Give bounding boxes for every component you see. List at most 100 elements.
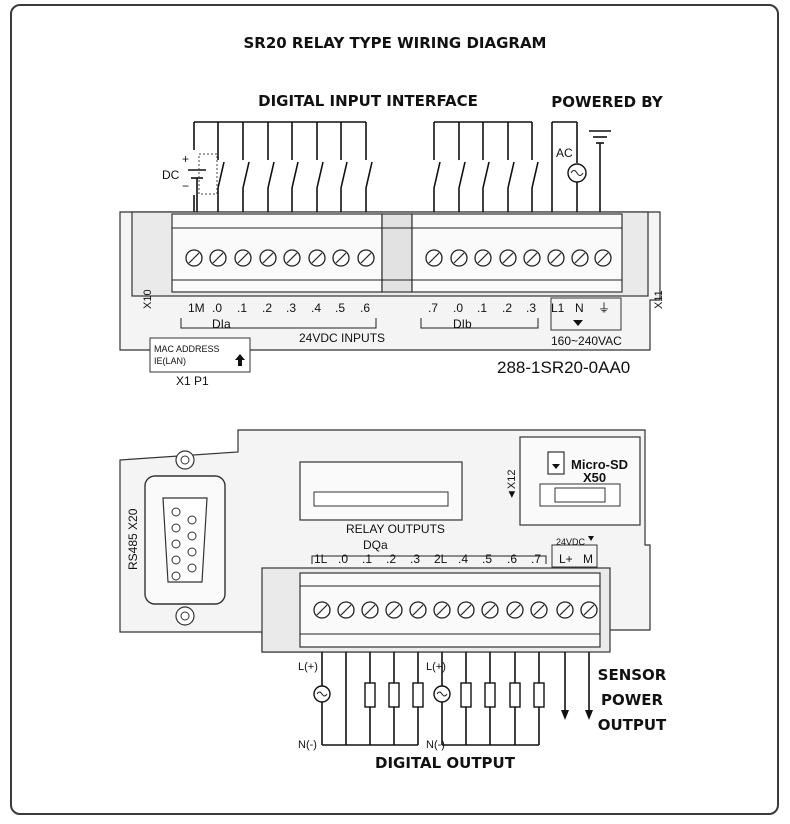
sd-card-icon (547, 451, 565, 475)
microsd-label: Micro-SD (571, 457, 628, 472)
input-switch (267, 161, 275, 189)
l-plus-2: L(+) (426, 661, 446, 673)
input-switch (433, 161, 441, 189)
output-terminal-label: 1L (314, 552, 328, 566)
output-terminal-label: .2 (386, 552, 396, 566)
db9-pin (171, 523, 181, 533)
power-terminal-label: ⏚ (598, 301, 610, 315)
input-terminal-label: 1M (188, 301, 205, 315)
power-terminal-labels: L1 N ⏚ (551, 301, 610, 315)
ac-label: AC (556, 146, 573, 160)
input-switch (291, 161, 299, 189)
output-terminal-label: .4 (458, 552, 468, 566)
load-resistor-icon (388, 682, 400, 708)
input-terminal-label: .1 (237, 301, 247, 315)
db9-pin (171, 539, 181, 549)
dc-label: DC (162, 168, 180, 182)
n-minus-2: N(-) (426, 739, 445, 751)
input-terminal-label: .3 (526, 301, 536, 315)
n-minus-1: N(-) (298, 739, 317, 751)
x50-label: X50 (583, 470, 606, 485)
inputs-label: 24VDC INPUTS (299, 331, 385, 345)
db9-pin (187, 531, 197, 541)
db9-pin (171, 571, 181, 581)
db9-pin (187, 563, 197, 573)
db9-pin (187, 547, 197, 557)
input-switch (340, 161, 348, 189)
output-terminal-label: .1 (362, 552, 372, 566)
sensor-arrow-icon (588, 536, 594, 541)
digital-output-label: DIGITAL OUTPUT (375, 754, 516, 772)
input-terminal-labels: 1M.0.1.2.3.4.5.6.7.0.1.2.3 (188, 301, 536, 315)
input-switch (217, 161, 225, 189)
input-terminal-label: .4 (311, 301, 321, 315)
power-arrow-icon (573, 320, 583, 326)
x11-label: X11 (653, 290, 665, 309)
output-terminal-label: .3 (410, 552, 420, 566)
sensor-power-line1: SENSOR (598, 666, 667, 684)
input-switch (316, 161, 324, 189)
input-terminal-label: .1 (477, 301, 487, 315)
sensor-output-arrow (585, 710, 593, 720)
l-plus-1: L(+) (298, 661, 318, 673)
load-resistor-icon (412, 682, 424, 708)
load-resistor-icon (460, 682, 472, 708)
input-terminal-label: .5 (335, 301, 345, 315)
mac-arrow-icon (235, 354, 245, 366)
input-switch (482, 161, 490, 189)
output-terminal-label: .7 (531, 552, 541, 566)
sensor-terminal-label: L+ (559, 552, 573, 566)
x12-label: ◄X12 (506, 470, 518, 500)
input-switch (365, 161, 373, 189)
input-terminal-label: .2 (262, 301, 272, 315)
ac-power-source: AC (551, 121, 611, 212)
sensor-power-line3: OUTPUT (598, 716, 667, 734)
output-wiring (313, 652, 593, 746)
dc-source: + − DC (162, 152, 218, 212)
input-terminal-label: .3 (286, 301, 296, 315)
voltage-label: 160~240VAC (551, 334, 622, 348)
load-resistor-icon (484, 682, 496, 708)
input-terminal-label: .0 (212, 301, 222, 315)
relay-outputs-label: RELAY OUTPUTS (346, 522, 445, 536)
input-switch (242, 161, 250, 189)
powered-by-label: POWERED BY (551, 93, 664, 111)
db9-pin (171, 507, 181, 517)
dqa-label: DQa (363, 538, 388, 552)
input-terminal-label: .2 (502, 301, 512, 315)
input-terminal-screws (185, 249, 612, 267)
output-terminal-label: .5 (482, 552, 492, 566)
digital-input-interface-label: DIGITAL INPUT INTERFACE (258, 92, 478, 110)
sensor-output-arrow (561, 710, 569, 720)
sensor-terminal-label: M (583, 552, 593, 566)
power-terminal-label: N (575, 301, 584, 315)
input-switch (531, 161, 539, 189)
input-switch (507, 161, 515, 189)
dc-minus: − (182, 179, 189, 193)
model-number: 288-1SR20-0AA0 (497, 358, 630, 377)
output-terminal-screws (313, 601, 598, 619)
input-terminal-label: .6 (360, 301, 370, 315)
group-dia-label: DIa (212, 317, 231, 331)
sensor-power-line2: POWER (601, 691, 664, 709)
x10-label: X10 (142, 289, 154, 309)
output-terminal-label: .6 (507, 552, 517, 566)
db9-pin (171, 555, 181, 565)
mac-line1: MAC ADDRESS (154, 344, 220, 354)
load-resistor-icon (509, 682, 521, 708)
output-terminal-label: 2L (434, 552, 448, 566)
rs485-label: RS485 X20 (126, 508, 140, 570)
input-switch (458, 161, 466, 189)
top-device-body (119, 211, 661, 351)
power-terminal-label: L1 (551, 301, 565, 315)
diagram-title: SR20 RELAY TYPE WIRING DIAGRAM (243, 34, 546, 52)
microsd-slot (554, 487, 606, 503)
sensor-supply-label: 24VDC (556, 537, 586, 547)
mac-line2: IE(LAN) (154, 356, 186, 366)
input-terminal-label: .7 (428, 301, 438, 315)
diagram-frame (10, 4, 779, 815)
load-resistor-icon (364, 682, 376, 708)
port-label: X1 P1 (176, 374, 209, 388)
dc-plus: + (182, 152, 189, 166)
